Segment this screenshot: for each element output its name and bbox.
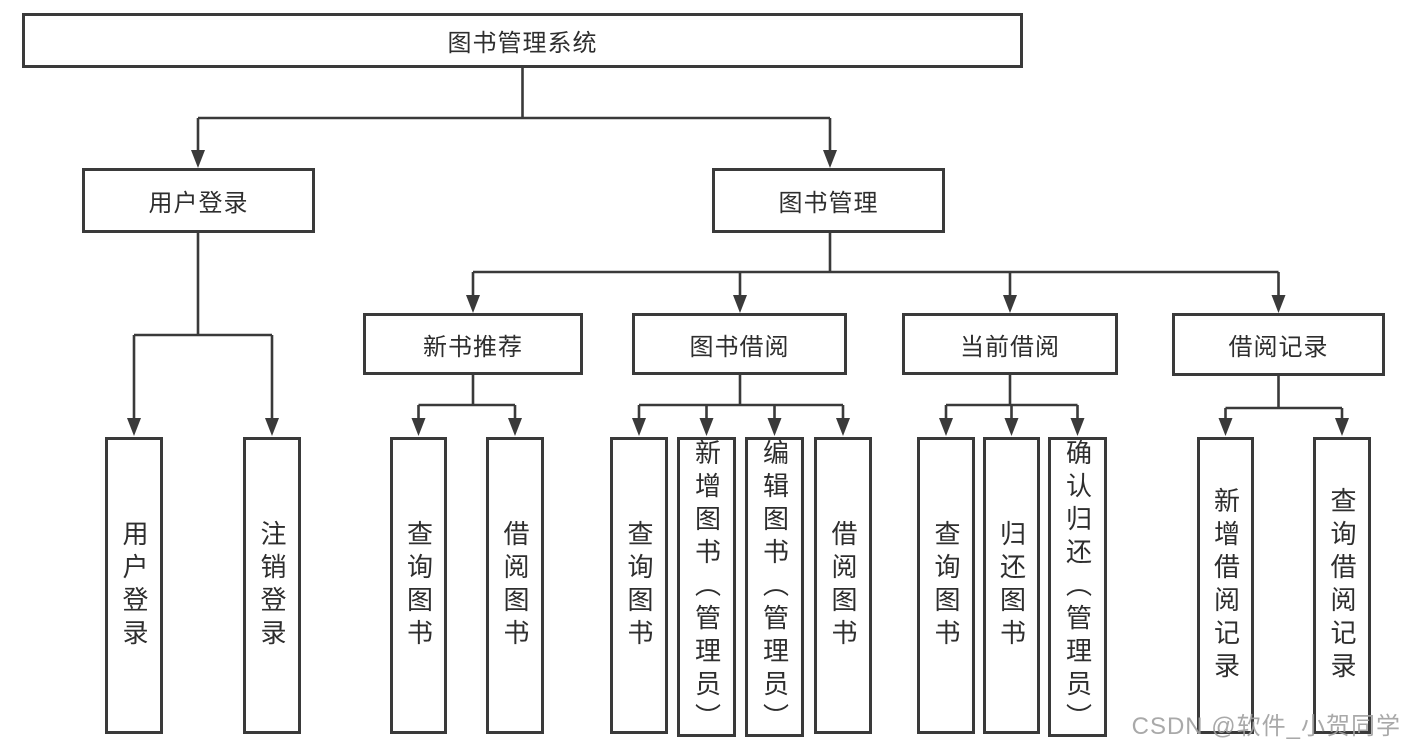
arrowhead xyxy=(939,418,953,436)
leaf-add-books-admin: 新增图书（管理员） xyxy=(677,437,736,737)
arrowhead xyxy=(632,418,646,436)
leaf-query-books: 查询图书 xyxy=(610,437,668,734)
leaf-label: 查询图书 xyxy=(403,519,434,652)
arrowhead xyxy=(191,150,205,168)
leaf-borrow-books: 借阅图书 xyxy=(814,437,872,734)
leaf-edit-books-admin: 编辑图书（管理员） xyxy=(745,437,804,737)
leaf-label: 新增图书（管理员） xyxy=(691,438,722,736)
leaf-label: 注销登录 xyxy=(257,519,287,652)
arrowhead xyxy=(1070,418,1085,436)
node-borrowing-records: 借阅记录 xyxy=(1172,313,1385,376)
arrowhead xyxy=(1004,418,1019,436)
node-label: 当前借阅 xyxy=(960,333,1060,361)
leaf-logout: 注销登录 xyxy=(243,437,301,734)
node-label: 图书借阅 xyxy=(689,333,790,361)
arrowhead xyxy=(1003,295,1017,313)
leaf-label: 查询图书 xyxy=(624,519,654,652)
leaf-label: 借阅图书 xyxy=(828,519,858,652)
node-book-borrowing: 图书借阅 xyxy=(632,313,847,375)
node-book-management: 图书管理 xyxy=(712,168,945,233)
arrowhead xyxy=(508,418,522,436)
node-label: 图书管理 xyxy=(778,190,879,217)
arrowhead xyxy=(466,295,480,313)
leaf-label: 编辑图书（管理员） xyxy=(759,438,790,736)
node-label: 用户登录 xyxy=(148,190,249,217)
arrowhead xyxy=(767,418,782,436)
node-current-borrowing: 当前借阅 xyxy=(902,313,1118,375)
arrowhead xyxy=(1218,418,1233,436)
leaf-label: 用户登录 xyxy=(119,519,149,652)
leaf-query-books: 查询图书 xyxy=(917,437,975,734)
leaf-borrow-books: 借阅图书 xyxy=(486,437,544,734)
leaf-user-login: 用户登录 xyxy=(105,437,163,734)
arrowhead xyxy=(265,418,279,436)
leaf-label: 确认归还（管理员） xyxy=(1062,438,1093,736)
node-new-book-recommendation: 新书推荐 xyxy=(363,313,583,375)
node-root-library-management-system: 图书管理系统 xyxy=(22,13,1023,68)
arrowhead xyxy=(823,150,837,168)
leaf-label: 查询图书 xyxy=(931,519,961,652)
leaf-confirm-return-admin: 确认归还（管理员） xyxy=(1048,437,1107,737)
arrowhead xyxy=(411,418,426,436)
node-label: 借阅记录 xyxy=(1228,334,1329,361)
leaf-add-borrow-record: 新增借阅记录 xyxy=(1197,437,1254,734)
leaf-query-borrow-record: 查询借阅记录 xyxy=(1313,437,1371,734)
arrowhead xyxy=(1335,418,1349,436)
node-label: 新书推荐 xyxy=(423,333,523,361)
node-label: 图书管理系统 xyxy=(447,30,598,57)
leaf-label: 查询借阅记录 xyxy=(1327,486,1357,685)
arrowhead xyxy=(1271,295,1286,313)
arrowhead xyxy=(733,295,747,313)
leaf-label: 新增借阅记录 xyxy=(1210,486,1241,685)
arrowhead xyxy=(127,418,141,436)
leaf-return-books: 归还图书 xyxy=(983,437,1040,734)
arrowhead xyxy=(836,418,850,436)
leaf-query-books: 查询图书 xyxy=(390,437,447,734)
leaf-label: 借阅图书 xyxy=(500,519,530,652)
node-user-login: 用户登录 xyxy=(82,168,315,233)
connector-path xyxy=(132,68,1344,423)
arrowhead xyxy=(699,418,714,436)
leaf-label: 归还图书 xyxy=(996,519,1027,652)
